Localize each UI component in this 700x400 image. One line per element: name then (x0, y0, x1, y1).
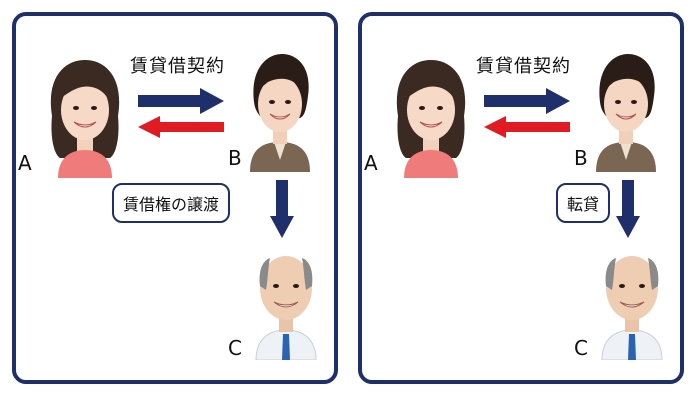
person-c-figure (255, 256, 317, 360)
person-a-label: A (18, 151, 32, 175)
contract-label-left: 賃貸借契約 (130, 56, 225, 77)
person-a-figure (50, 60, 120, 178)
person-c-label: C (228, 336, 242, 360)
person-c-label: C (574, 336, 588, 360)
lease-arrow-a-to-b (138, 88, 224, 114)
rent-arrow-b-to-a (138, 116, 224, 138)
contract-label-right: 賃貸借契約 (476, 56, 571, 77)
person-b-label: B (228, 146, 242, 170)
assignment-label-box: 賃借権の譲渡 (112, 183, 231, 223)
person-a-label: A (364, 151, 378, 175)
transfer-arrow-b-to-c (270, 180, 294, 238)
person-a-figure (396, 60, 466, 178)
person-b-figure (250, 54, 310, 172)
sublease-arrow-b-to-c (616, 180, 640, 238)
person-c-figure (601, 256, 663, 360)
person-b-figure (596, 54, 656, 172)
person-b-label: B (574, 146, 588, 170)
sublease-label-box: 転貸 (556, 183, 611, 223)
rent-arrow-b-to-a (484, 116, 570, 138)
lease-arrow-a-to-b (484, 88, 570, 114)
